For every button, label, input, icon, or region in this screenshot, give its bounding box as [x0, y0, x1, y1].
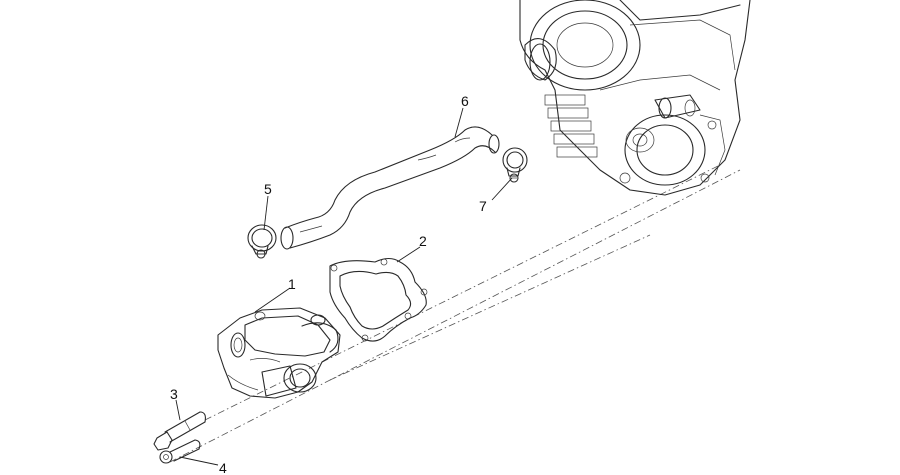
hose-clamp-left — [247, 224, 277, 259]
leader-lines — [175, 107, 513, 466]
water-pump-housing — [217, 307, 341, 399]
label-7: 7 — [479, 198, 487, 214]
coolant-hose — [280, 126, 500, 250]
label-1: 1 — [288, 276, 296, 292]
long-bolt — [153, 411, 206, 451]
label-6: 6 — [461, 93, 469, 109]
engine-block — [519, 0, 751, 196]
gasket — [329, 257, 428, 342]
hose-clamp-right — [502, 147, 528, 183]
callout-labels: 1 2 3 4 5 6 7 — [170, 93, 487, 475]
label-2: 2 — [419, 233, 427, 249]
assembly-axis-lines — [169, 164, 741, 463]
label-4: 4 — [219, 460, 227, 475]
label-3: 3 — [170, 386, 178, 402]
label-5: 5 — [264, 181, 272, 197]
short-bolt — [159, 439, 201, 464]
